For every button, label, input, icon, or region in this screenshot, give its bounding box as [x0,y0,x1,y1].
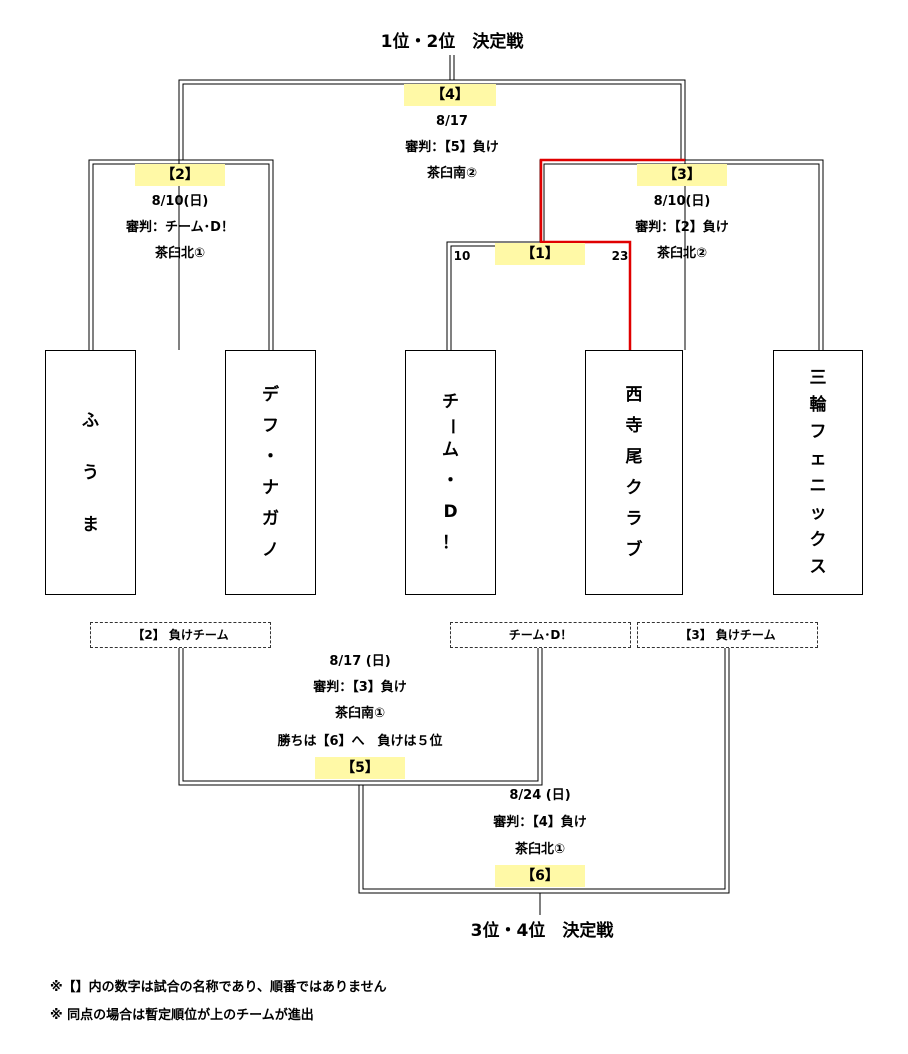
team-name-char: ブ [625,539,643,560]
team-name-char: ク [625,477,643,498]
team-name-char: ラ [625,508,643,529]
match4-date: 8/17 [436,114,468,129]
match5-label: 【5】 [315,757,405,779]
match2-date: 8/10(日) [151,194,209,209]
team-name-char: ク [809,529,827,550]
final-bracket-outer [178,79,686,350]
match3-label: 【3】 [637,164,727,186]
team-name-char: ・ [442,470,459,491]
team-name-char: ェ [809,448,827,469]
match6-label: 【6】 [495,865,585,887]
team-name-char: 西 [625,384,643,405]
team-name-char: ッ [809,502,827,523]
match1-label: 【1】 [495,243,585,265]
match5-note: 勝ちは【6】へ 負けは５位 [277,734,443,749]
team-name-char: ガ [262,508,279,529]
match2-label: 【2】 [135,164,225,186]
match3-venue: 茶臼北② [656,246,708,261]
match1-score-right: 23 [611,249,629,263]
winner-path-red [539,158,685,350]
team-name-char: ム [442,439,459,460]
match2-referee: 審判：チーム･D！ [126,220,234,235]
match5-referee: 審判：【3】負け [313,680,407,695]
match2-bracket-outer [88,159,274,350]
team-name-char: ノ [262,539,279,560]
match6-bracket-inner [362,648,726,890]
team-name-char: 寺 [625,415,643,436]
match1-bracket-left [446,241,540,350]
match5-bracket-inner [182,648,539,782]
team-box-fuuma: ふ う ま [45,350,136,595]
team-name-char: ス [809,556,827,577]
match4-referee: 審判：【5】負け [405,140,499,155]
team-name-char: フ [809,421,827,442]
team-name-char: ！ [442,532,459,553]
team-box-miwa-phoenix: 三 輪 フ ェ ニ ッ ク ス [773,350,863,595]
match5-venue: 茶臼南① [334,706,386,721]
lower-slot-match3-loser: 【3】 負けチーム [637,622,818,648]
team-box-team-d: チ ー ム ・ D ！ [405,350,496,595]
team-name-char: デ [262,384,279,405]
team-box-def-nagano: デ フ ・ ナ ガ ノ [225,350,316,595]
final-title: 1位・2位 決定戦 [380,32,524,52]
match6-bracket-outer [358,648,730,894]
match6-referee: 審判：【4】負け [493,815,587,830]
team-box-nishiterao: 西 寺 尾 ク ラ ブ [585,350,683,595]
team-name-char: ふ [82,410,99,431]
team-name-char: 尾 [625,446,643,467]
match5-date: 8/17 (日) [329,654,391,669]
team-name-char: ー [441,417,461,435]
third-place-title: 3位・4位 決定戦 [470,921,614,941]
match5-bracket-outer [178,648,543,786]
match3-referee: 審判：【2】負け [635,220,729,235]
team-name-char: ニ [809,475,827,496]
match3-date: 8/10(日) [653,194,711,209]
team-name-char: D [443,501,458,522]
team-name-char: 三 [809,367,827,388]
match4-label: 【4】 [404,84,496,106]
match4-venue: 茶臼南② [426,166,478,181]
match6-venue: 茶臼北① [514,842,566,857]
lower-slot-match2-loser: 【2】 負けチーム [90,622,271,648]
footnote-1: ※【】内の数字は試合の名称であり、順番ではありません [50,980,387,995]
match2-venue: 茶臼北① [154,246,206,261]
footnote-2: ※ 同点の場合は暫定順位が上のチームが進出 [50,1008,314,1023]
team-name-char: チ [442,391,459,412]
match1-score-left: 10 [453,249,471,263]
match6-date: 8/24 (日) [509,788,571,803]
team-name-char: フ [262,415,279,436]
team-name-char: ナ [262,477,279,498]
lower-slot-team-d: チーム･D！ [450,622,631,648]
team-name-char: ・ [262,446,279,467]
team-name-char: ま [82,514,99,535]
team-name-char: う [82,462,99,483]
team-name-char: 輪 [809,394,827,415]
